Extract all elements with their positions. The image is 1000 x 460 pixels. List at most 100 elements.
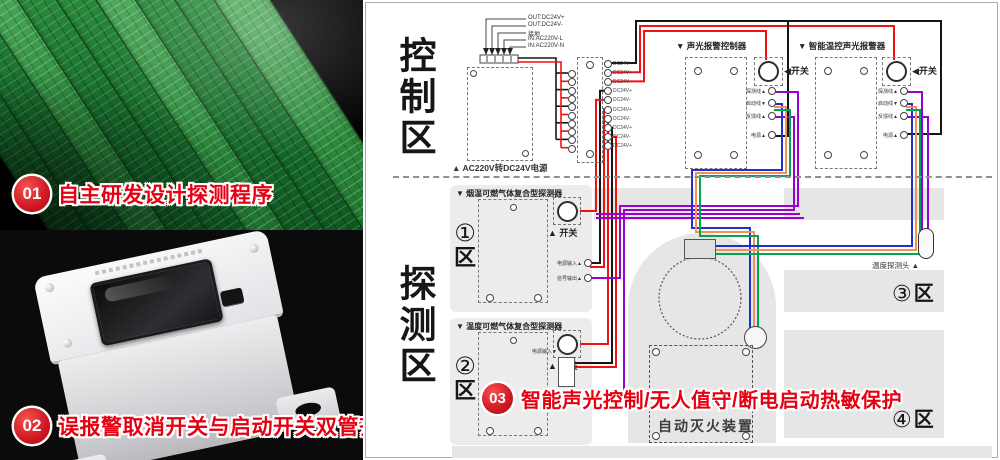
display-glare (103, 274, 176, 303)
terminal-block-dot (586, 61, 594, 69)
dc-terminal-row: DC24V- (604, 133, 631, 142)
terminal-dot (768, 131, 776, 139)
terminal-label: 反馈线▲ (746, 113, 766, 120)
terminal-dot (584, 274, 592, 282)
dc-terminal-label: DC24V- (613, 97, 631, 104)
box-dot (486, 294, 494, 302)
dc-terminal-label: DC24V+ (613, 69, 633, 76)
box-dot (860, 151, 868, 159)
controller-2-box (815, 57, 877, 169)
dc-terminal-row: DC24V- (604, 77, 631, 86)
dc-terminal-label: DC24V+ (613, 124, 633, 131)
detector-2-t1-label: 电源输入▼ (532, 349, 557, 355)
terminal-label: 探测线▲ (878, 88, 898, 95)
power-pin-label: OUT:DC24V- (528, 21, 563, 28)
dc-terminal-label: DC24V- (613, 78, 631, 85)
terminal-dot (604, 114, 612, 123)
zone-1-number: ① (454, 220, 476, 247)
controller1-terminal-row: 启动线▼ (732, 99, 776, 107)
detect-zone-title: 探测区 (394, 264, 435, 387)
terminal-dot (604, 142, 612, 151)
box-dot (652, 348, 660, 356)
detector-1-title: ▼ 烟温可燃气体复合型探测器 (456, 189, 563, 198)
terminal-dot (568, 78, 576, 87)
detector-2-t2-label: 信号输出▲ (532, 394, 557, 400)
controller-1-switch (754, 57, 783, 86)
psu-corner-dot (470, 70, 477, 77)
controller1-terminal-row: 电源▲ (732, 131, 776, 139)
caption-1: 01 自主研发设计探测程序 (14, 176, 273, 212)
dc-terminal-row: DC24V+ (604, 87, 633, 96)
terminal-dot (568, 111, 576, 120)
zone-divider (393, 176, 992, 178)
dc-terminal-label: DC24V+ (613, 88, 633, 95)
box-dot (742, 348, 750, 356)
floor-block (594, 188, 694, 220)
badge-02: 02 (14, 408, 50, 444)
detector-1-terminal: 电源输入▲ (540, 259, 592, 267)
photo-alarm-device: 02 误报警取消开关与启动开关双管齐下 (0, 230, 363, 460)
dc-terminal-row: DC24V+ (604, 68, 633, 77)
terminal-dot (568, 103, 576, 112)
box-dot (730, 67, 738, 75)
terminal-dot (604, 68, 612, 77)
sensor-circle (744, 326, 767, 349)
caption-3-text: 智能声光控制/无人值守/断电启动热敏保护 (521, 390, 903, 412)
terminal-dot (768, 99, 776, 107)
box-dot (694, 151, 702, 159)
dc-terminal-row: DC24V- (604, 96, 631, 105)
terminal-label: 电源▲ (751, 132, 766, 139)
terminal-dot (568, 128, 576, 137)
box-dot (824, 67, 832, 75)
controller-2-switch-label: ◀开关 (912, 66, 937, 76)
zone-4-mark: ④ 区 (892, 409, 934, 431)
dc-terminal-label: DC24V- (613, 60, 631, 67)
terminal-dot (900, 99, 908, 107)
terminal-label: 电源▲ (883, 132, 898, 139)
terminal-dot (604, 96, 612, 105)
floor-block (784, 330, 944, 438)
controller-2-switch (882, 57, 911, 86)
psu-box (467, 67, 533, 161)
dc-terminal-label: DC24V- (613, 115, 631, 122)
probe-label: 温度探测头 ▲ (872, 261, 920, 270)
dc-terminal-label: DC24V+ (613, 106, 633, 113)
controller2-terminal-row: 启动线▼ (864, 99, 908, 107)
zone-4-suffix: 区 (913, 409, 934, 431)
terminal-dot (604, 133, 612, 142)
psu-caption: ▲ AC220V转DC24V电源 (452, 163, 548, 173)
terminal-dot (768, 87, 776, 95)
zone-3-number: ③ (892, 281, 912, 306)
terminal-dot (604, 105, 612, 114)
terminal-dot (768, 112, 776, 120)
terminal-dot (604, 123, 612, 132)
controller-2-terminals: 探测线▲ 启动线▼ 反馈线▲ 电源▲ (864, 87, 908, 145)
zone-2-mark: ② 区 (450, 355, 480, 403)
zone-1-suffix: 区 (453, 245, 476, 270)
terminal-dot (584, 259, 592, 267)
temperature-probe (918, 228, 934, 259)
controller-2-title: ▼ 智能温控声光报警器 (798, 41, 886, 51)
floor-block (784, 270, 944, 312)
controller-1-box (685, 57, 747, 169)
power-pin-label: IN:AC220V-L (528, 35, 564, 42)
terminal-dot (568, 94, 576, 103)
controller1-terminal-row: 反馈线▲ (732, 112, 776, 120)
detector-2-switch (553, 330, 581, 358)
terminal-label: 启动线▼ (878, 100, 898, 107)
terminal-dot (604, 87, 612, 96)
floor-block (784, 188, 944, 220)
zone-2-suffix: 区 (453, 378, 476, 403)
controller2-terminal-row: 反馈线▲ (864, 112, 908, 120)
detector-1-box (478, 199, 548, 303)
controller2-terminal-row: 电源▲ (864, 131, 908, 139)
box-dot (860, 67, 868, 75)
detector-1-switch (553, 197, 581, 225)
psu-corner-dot (522, 150, 529, 157)
terminal-dot (900, 112, 908, 120)
detector-2-box (478, 332, 548, 436)
power-pin-label: 接地 (528, 31, 541, 38)
control-zone-title: 控制区 (394, 36, 435, 159)
terminal-block (577, 57, 603, 163)
